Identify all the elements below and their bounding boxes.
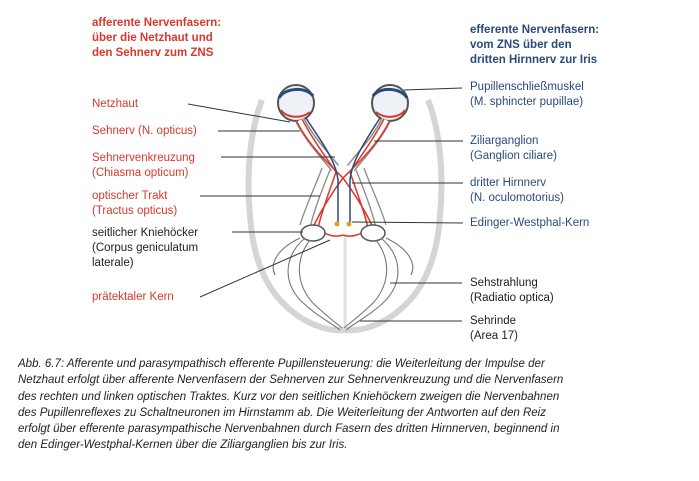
left-eye: [278, 85, 314, 121]
label-pupillenschliessmuskel: Pupillenschließmuskel (M. sphincter pupi…: [470, 80, 584, 110]
figure-caption: Abb. 6.7: Afferente und parasympathisch …: [18, 356, 690, 454]
label-chiasma: Sehnervenkreuzung (Chiasma opticum): [92, 151, 195, 181]
label-ziliarganglion: Ziliarganglion (Ganglion ciliare): [470, 134, 557, 164]
label-sehstrahlung: Sehstrahlung (Radiatio optica): [470, 276, 554, 306]
label-edinger-westphal-kern: Edinger-Westphal-Kern: [470, 216, 589, 231]
efferent-fibres: [306, 118, 380, 222]
label-optischer-trakt: optischer Trakt (Tractus opticus): [92, 189, 177, 219]
caption-prefix: Abb. 6.7:: [18, 358, 64, 370]
label-kniehoecker: seitlicher Kniehöcker (Corpus geniculatu…: [92, 226, 198, 271]
label-praetektaler-kern: prätektaler Kern: [92, 290, 174, 305]
efferent-header: efferente Nervenfasern: vom ZNS über den…: [470, 23, 599, 68]
label-netzhaut: Netzhaut: [92, 97, 138, 112]
afferent-header: afferente Nervenfasern: über die Netzhau…: [92, 16, 221, 61]
right-eye: [372, 85, 408, 121]
label-dritter-hirnnerv: dritter Hirnnerv (N. oculomotorius): [470, 176, 564, 206]
label-sehrinde: Sehrinde (Area 17): [470, 314, 518, 344]
label-sehnerv: Sehnerv (N. opticus): [92, 124, 197, 139]
